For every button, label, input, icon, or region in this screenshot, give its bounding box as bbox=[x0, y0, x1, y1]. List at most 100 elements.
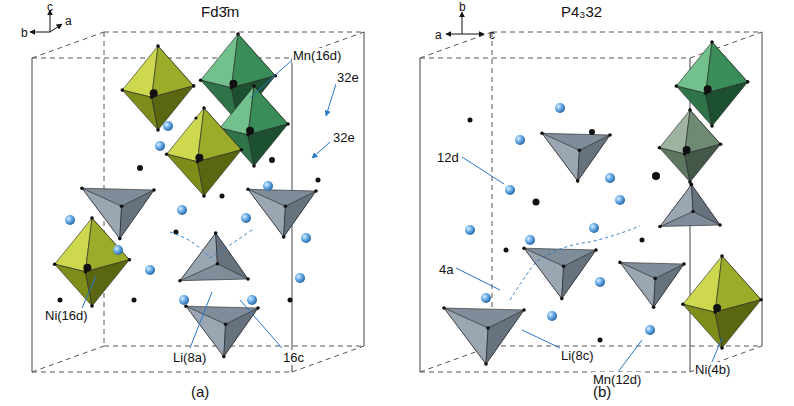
atom-dot bbox=[652, 172, 660, 180]
li-sphere bbox=[615, 195, 625, 205]
leader-line bbox=[712, 338, 722, 362]
cell-edge bbox=[420, 32, 492, 58]
oxygen-atom bbox=[652, 305, 656, 309]
leader-line bbox=[250, 60, 292, 98]
oxygen-atom bbox=[118, 237, 122, 241]
li-sphere bbox=[547, 311, 557, 321]
li-sphere bbox=[589, 223, 599, 233]
tetrahedron bbox=[120, 190, 154, 239]
axis-label: c bbox=[488, 28, 496, 43]
site-label: 32e bbox=[332, 130, 356, 145]
cell-edge bbox=[492, 32, 762, 33]
li-sphere bbox=[465, 225, 475, 235]
li-sphere bbox=[605, 173, 615, 183]
oxygen-atom bbox=[246, 133, 250, 137]
tetrahedron bbox=[542, 133, 610, 181]
li-sphere bbox=[247, 295, 257, 305]
atom-dot bbox=[269, 157, 275, 163]
leader-line bbox=[240, 300, 282, 348]
cell-edge bbox=[690, 32, 762, 58]
oxygen-atom bbox=[252, 84, 256, 88]
oxygen-atom bbox=[196, 160, 200, 164]
leader-line bbox=[462, 157, 504, 184]
leader-line bbox=[456, 268, 500, 290]
leader-line bbox=[618, 340, 642, 372]
tetrahedron bbox=[82, 188, 122, 238]
oxygen-atom bbox=[252, 164, 256, 168]
oxygen-atom bbox=[120, 204, 124, 208]
oxygen-atom bbox=[594, 248, 598, 252]
atom-dot bbox=[598, 338, 603, 343]
oxygen-atom bbox=[713, 310, 717, 314]
li-sphere bbox=[525, 235, 535, 245]
octahedron bbox=[55, 264, 92, 306]
oxygen-atom bbox=[246, 277, 250, 281]
axis-label: c bbox=[46, 0, 54, 15]
atom-dot bbox=[288, 298, 293, 303]
site-label: 16c bbox=[282, 350, 305, 365]
li-sphere bbox=[515, 135, 525, 145]
cell-edge bbox=[32, 58, 33, 372]
leader-line bbox=[190, 292, 212, 348]
oxygen-atom bbox=[80, 186, 84, 190]
oxygen-atom bbox=[710, 124, 714, 128]
atom-dot bbox=[220, 194, 225, 199]
tetrahedron bbox=[524, 248, 596, 298]
atom-dot bbox=[132, 298, 137, 303]
axis-arrow bbox=[446, 34, 462, 35]
oxygen-atom bbox=[165, 152, 169, 156]
site-label: Mn(16d) bbox=[292, 48, 342, 63]
li-sphere bbox=[113, 245, 123, 255]
tetrahedron bbox=[444, 308, 488, 364]
octahedron bbox=[659, 148, 690, 182]
oxygen-atom bbox=[202, 194, 206, 198]
tetrahedron bbox=[216, 233, 248, 279]
atom-dot bbox=[504, 248, 509, 253]
oxygen-atom bbox=[256, 306, 260, 310]
atom-dot bbox=[137, 165, 143, 171]
oxygen-atom bbox=[683, 152, 687, 156]
oxygen-atom bbox=[682, 262, 686, 266]
li-sphere bbox=[163, 121, 173, 131]
oxygen-atom bbox=[658, 146, 662, 150]
site-label: Ni(4b) bbox=[694, 362, 731, 377]
tetrahedron bbox=[692, 185, 721, 226]
tetrahedron bbox=[542, 133, 579, 181]
oxygen-atom bbox=[720, 254, 724, 258]
tetrahedron bbox=[248, 189, 316, 237]
li-sphere bbox=[295, 273, 305, 283]
octahedron bbox=[122, 46, 158, 97]
octahedron bbox=[676, 42, 712, 93]
li-sphere bbox=[645, 325, 655, 335]
tetrahedron bbox=[486, 310, 524, 364]
cell-edge bbox=[492, 32, 493, 346]
octahedron bbox=[122, 90, 158, 130]
oxygen-atom bbox=[150, 95, 154, 99]
oxygen-atom bbox=[240, 148, 244, 152]
octahedron bbox=[715, 300, 761, 348]
oxygen-atom bbox=[675, 84, 679, 88]
oxygen-atom bbox=[704, 91, 708, 95]
tetrahedron bbox=[82, 188, 154, 238]
oxygen-atom bbox=[653, 277, 657, 281]
oxygen-atom bbox=[710, 40, 714, 44]
li-sphere bbox=[179, 295, 189, 305]
oxygen-atom bbox=[202, 106, 206, 110]
li-sphere bbox=[301, 233, 311, 243]
oxygen-atom bbox=[522, 246, 526, 250]
cell-edge bbox=[420, 58, 690, 59]
diffusion-path bbox=[510, 226, 640, 300]
oxygen-atom bbox=[53, 262, 57, 266]
oxygen-atom bbox=[152, 188, 156, 192]
oxygen-atom bbox=[578, 149, 582, 153]
li-sphere bbox=[595, 277, 605, 287]
oxygen-atom bbox=[576, 179, 580, 183]
leader-line bbox=[326, 84, 336, 116]
tetrahedron bbox=[248, 189, 285, 237]
oxygen-atom bbox=[540, 132, 544, 136]
octahedron bbox=[167, 154, 204, 196]
tetrahedron bbox=[620, 262, 655, 307]
tetrahedron bbox=[562, 250, 596, 299]
tetrahedron bbox=[284, 191, 316, 237]
